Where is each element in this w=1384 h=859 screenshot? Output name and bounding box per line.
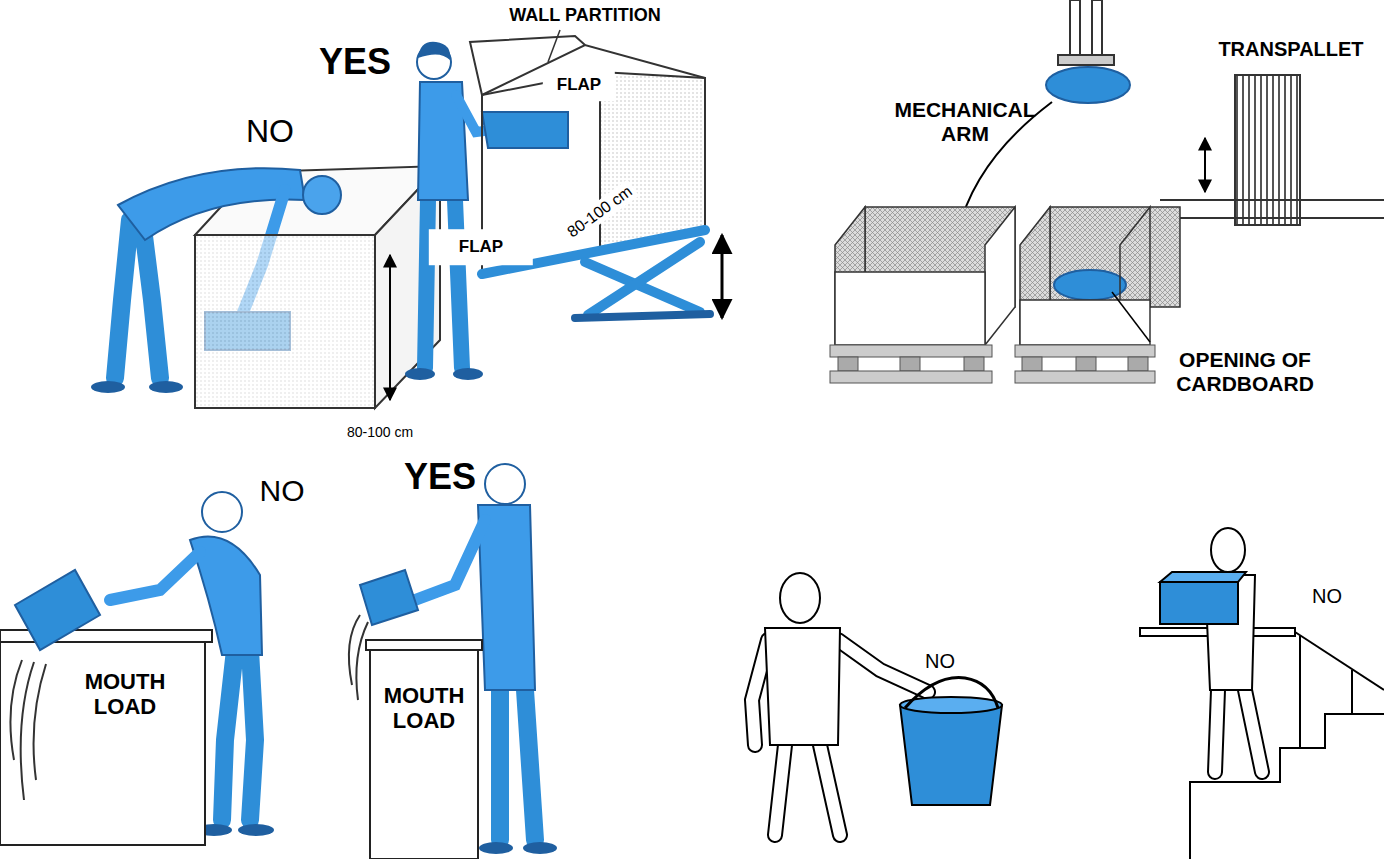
worker-foot (91, 381, 125, 393)
part-label: MOUTH LOAD (374, 683, 474, 734)
pour-stream (349, 615, 368, 700)
no-label: NO (246, 113, 294, 150)
dimension-label: 80-100 cm (347, 424, 413, 440)
pouring-wrong-scene (0, 492, 274, 845)
container-rim (366, 640, 482, 650)
container (370, 648, 478, 859)
arm-post (1092, 0, 1102, 58)
worker-foot (149, 381, 183, 393)
yes-label: YES (404, 456, 476, 497)
bucket-scene (752, 573, 1002, 835)
worker-foot (479, 842, 513, 854)
part-label: FLAP (543, 69, 615, 101)
container (0, 640, 205, 845)
no-label: NO (1312, 585, 1342, 608)
lift-base (575, 314, 710, 318)
box-front (835, 272, 985, 345)
pallet-block (900, 357, 920, 371)
worker-arm (415, 520, 485, 600)
box-front (1020, 300, 1150, 345)
part-label: OPENING OF CARDBOARD (1150, 348, 1340, 396)
leader-line (1112, 292, 1150, 342)
pallet (1015, 371, 1155, 383)
worker-head (202, 492, 242, 532)
sack (360, 570, 418, 625)
pouring-right-scene (349, 464, 557, 859)
part-label: FLAP (429, 229, 533, 265)
transpallet-fork (1160, 199, 1384, 201)
height-arrow (389, 255, 391, 400)
pallet (830, 371, 992, 383)
bucket (900, 705, 1002, 805)
pour-stream (10, 660, 46, 800)
handrail (1295, 632, 1384, 690)
lift-scissor (588, 242, 700, 315)
box-back (1050, 207, 1180, 307)
load-container (482, 112, 568, 148)
worker-foot (238, 824, 274, 836)
pallet-scene (830, 0, 1384, 383)
carried-box (1160, 582, 1238, 624)
transpallet-fork (1155, 217, 1384, 219)
part-label: WALL PARTITION (509, 5, 660, 26)
lift-arrow (721, 235, 724, 318)
part-label: TRANSPALLET (1218, 38, 1363, 61)
lift-arrow (1204, 138, 1206, 192)
sack (15, 570, 100, 650)
pallet-block (1128, 357, 1148, 371)
worker-head (1211, 528, 1245, 572)
arm-plate (1058, 55, 1114, 65)
pallet-block (838, 357, 858, 371)
box-side (985, 207, 1015, 345)
pallet-block (1022, 357, 1042, 371)
worker-legs (425, 200, 462, 368)
part-label: MECHANICAL ARM (875, 98, 1055, 146)
worker-hair (418, 42, 450, 60)
box-top (1160, 572, 1246, 582)
worker-torso (765, 628, 840, 745)
transpallet-mast (1235, 75, 1300, 225)
arm-gripper (1046, 67, 1130, 103)
box-front (195, 235, 375, 408)
box-side (600, 72, 705, 252)
worker-foot (523, 842, 557, 854)
pallet-block (964, 357, 984, 371)
worker-head (485, 464, 525, 504)
arm-post (1070, 0, 1080, 58)
limb-outline (1215, 690, 1262, 772)
worker-legs (115, 220, 160, 378)
worker-legs (222, 650, 255, 820)
no-label: NO (260, 474, 305, 509)
worker-torso (478, 505, 535, 690)
lift-table-scene (405, 30, 722, 380)
worker-arm (110, 552, 200, 600)
worker-head (303, 176, 341, 214)
part-label: MOUTH LOAD (75, 669, 175, 720)
limb-fill (1215, 690, 1262, 772)
worker-foot (453, 368, 483, 380)
stairs-scene (1140, 528, 1384, 859)
leader-line (548, 30, 560, 62)
worker-legs (500, 690, 535, 840)
bending-worker-scene (91, 166, 440, 408)
rail-post (1299, 636, 1301, 748)
worker-head (780, 573, 820, 623)
no-label: NO (925, 650, 955, 673)
worker-foot (405, 368, 435, 380)
pallet-block (1076, 357, 1096, 371)
pallet (1015, 345, 1155, 357)
yes-label: YES (319, 41, 391, 82)
pallet (830, 345, 992, 357)
bucket-handle (905, 678, 998, 708)
rail-post (1351, 670, 1353, 714)
